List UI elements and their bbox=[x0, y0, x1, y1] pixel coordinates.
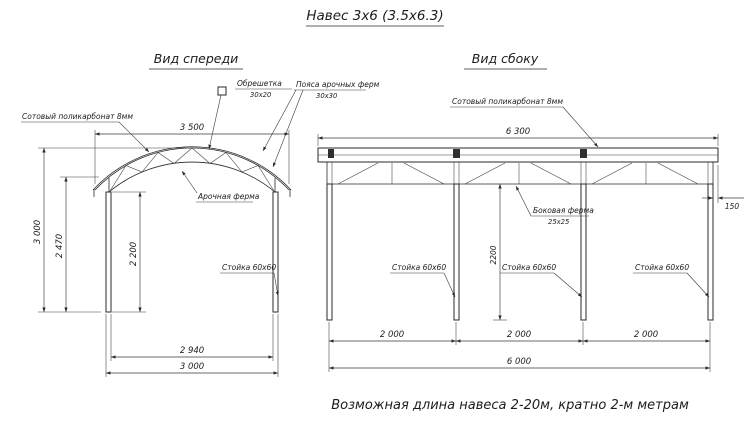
poyasa-label: Пояса арочных ферм bbox=[296, 80, 380, 89]
dim-post-height: 2 200 bbox=[129, 242, 139, 266]
front-view-label: Вид спереди bbox=[154, 51, 238, 66]
dim-roof-length: 6 300 bbox=[506, 127, 530, 137]
dim-bay3: 2 000 bbox=[634, 330, 658, 340]
front-arch-truss bbox=[92, 146, 292, 197]
front-callout-arch-truss: Арочная ферма bbox=[181, 170, 260, 203]
side-polycarbonate-label: Сотовый поликарбонат 8мм bbox=[452, 97, 563, 106]
side-view: Вид сбоку bbox=[317, 51, 744, 372]
side-dimensions: 6 300 150 2200 2 000 2 000 2 000 bbox=[317, 127, 744, 372]
arch-truss-label: Арочная ферма bbox=[197, 192, 260, 201]
front-post-right bbox=[272, 191, 279, 313]
page-title: Навес 3x6 (3.5x6.3) bbox=[306, 8, 443, 24]
front-view-heading: Вид спереди bbox=[149, 51, 243, 70]
obreshetka-size: 30x20 bbox=[250, 91, 271, 99]
dim-inner-span: 2 940 bbox=[180, 346, 204, 356]
batten-section-symbol bbox=[217, 86, 227, 96]
dim-total-length: 6 000 bbox=[507, 357, 531, 367]
dim-overhang: 150 bbox=[725, 202, 740, 211]
front-dimensions: 3 500 3 000 2 470 2 200 2 940 3 000 bbox=[33, 123, 290, 377]
side-view-label: Вид сбоку bbox=[472, 51, 539, 66]
front-post-left bbox=[105, 191, 112, 313]
side-truss-size: 25x25 bbox=[548, 218, 569, 226]
side-post-2 bbox=[453, 183, 460, 321]
obreshetka-label: Обрешетка bbox=[237, 79, 282, 88]
front-callout-polycarbonate: Сотовый поликарбонат 8мм bbox=[21, 112, 150, 153]
dim-bay1: 2 000 bbox=[380, 330, 404, 340]
side-roof bbox=[317, 147, 719, 163]
side-post-1 bbox=[326, 183, 333, 321]
front-polycarbonate-label: Сотовый поликарбонат 8мм bbox=[22, 112, 133, 121]
footer-note: Возможная длина навеса 2-20м, кратно 2-м… bbox=[331, 398, 689, 413]
dim-side-post-height: 2200 bbox=[489, 245, 498, 264]
side-callout-post-2: Стойка 60x60 bbox=[500, 263, 583, 298]
side-post-label-3: Стойка 60x60 bbox=[635, 263, 689, 272]
dim-arc-base-height: 2 470 bbox=[55, 234, 65, 258]
front-view: Вид спереди Обрешетка 30x20 bbox=[21, 51, 380, 377]
side-callout-post-3: Стойка 60x60 bbox=[633, 263, 710, 298]
dim-outer-span: 3 000 bbox=[180, 362, 204, 372]
dim-total-height: 3 000 bbox=[33, 220, 43, 244]
front-posts bbox=[105, 191, 279, 313]
dim-arc-width: 3 500 bbox=[180, 123, 204, 133]
drawing-title: Навес 3x6 (3.5x6.3) bbox=[306, 8, 444, 27]
side-post-label-2: Стойка 60x60 bbox=[502, 263, 556, 272]
side-posts bbox=[326, 183, 714, 321]
side-post-3 bbox=[580, 183, 587, 321]
side-callout-post-1: Стойка 60x60 bbox=[390, 263, 456, 298]
side-post-label-1: Стойка 60x60 bbox=[392, 263, 446, 272]
front-callout-obreshetka: Обрешетка 30x20 bbox=[208, 79, 292, 150]
side-truss-label: Боковая ферма bbox=[533, 206, 594, 215]
poyasa-size: 30x30 bbox=[316, 92, 337, 100]
side-callout-polycarbonate: Сотовый поликарбонат 8мм bbox=[450, 97, 599, 148]
front-post-label: Стойка 60x60 bbox=[222, 263, 276, 272]
side-post-4 bbox=[707, 183, 714, 321]
front-callout-post: Стойка 60x60 bbox=[220, 263, 279, 297]
side-callout-truss: Боковая ферма 25x25 bbox=[515, 185, 594, 226]
side-view-heading: Вид сбоку bbox=[464, 51, 547, 70]
dim-bay2: 2 000 bbox=[507, 330, 531, 340]
front-callout-poyasa: Пояса арочных ферм 30x30 bbox=[262, 80, 380, 168]
side-truss bbox=[326, 162, 714, 185]
